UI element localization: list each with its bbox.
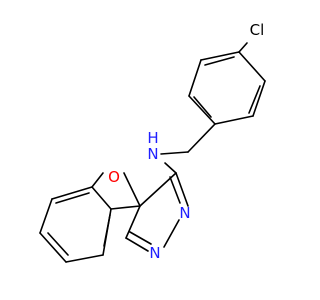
pyrimidine-ring (125, 172, 189, 252)
bond (193, 96, 212, 118)
bond (238, 42, 248, 53)
bond (55, 192, 90, 204)
bond (188, 59, 202, 97)
bond (175, 172, 189, 207)
bond (39, 198, 53, 234)
bond (129, 231, 152, 245)
bond (125, 237, 149, 252)
molecule-canvas: Cl N H O N N (39, 21, 266, 263)
bond (91, 172, 104, 188)
bond (51, 186, 93, 200)
bond (103, 214, 111, 247)
bond (238, 51, 266, 82)
bond (160, 151, 189, 155)
bond (91, 186, 112, 210)
benzo-ring (39, 186, 112, 263)
bond (39, 232, 67, 263)
bond (164, 162, 177, 174)
bond (65, 254, 104, 263)
bond (47, 232, 69, 256)
amine-hydrogen-label: H (147, 129, 158, 147)
bond (248, 85, 261, 114)
bond (188, 95, 216, 125)
structure-diagram: Cl N H O N N (39, 21, 266, 263)
bond (214, 115, 254, 125)
atom-labels: Cl N H O N N (108, 21, 264, 262)
pyrimidine-n3-label: N (179, 204, 190, 222)
furan-oxygen-label: O (108, 168, 120, 186)
chlorine-label: Cl (250, 21, 265, 39)
bond (200, 51, 240, 61)
bond (204, 56, 235, 66)
bond (252, 80, 266, 117)
chlorophenyl-ring (188, 51, 266, 125)
bond (169, 176, 181, 204)
bond (163, 219, 180, 248)
furan-ring (91, 172, 141, 210)
bond (110, 205, 141, 210)
bond (139, 172, 177, 207)
pyrimidine-n1-label: N (149, 244, 160, 262)
bond (123, 172, 141, 207)
bond (187, 123, 216, 153)
bond (125, 205, 141, 239)
amine-nitrogen-label: N (147, 145, 158, 163)
